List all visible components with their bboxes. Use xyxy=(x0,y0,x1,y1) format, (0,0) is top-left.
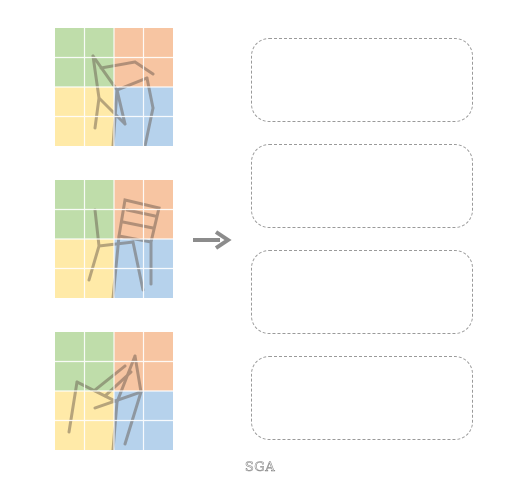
chair-image-2 xyxy=(55,180,173,298)
chair-image-1 xyxy=(55,28,173,146)
input-image-tile-2 xyxy=(55,180,173,298)
caption-label: SGA xyxy=(244,460,276,476)
output-slot-1 xyxy=(251,38,473,122)
output-slot-3 xyxy=(251,250,473,334)
input-image-tile-1 xyxy=(55,28,173,146)
chair-image-3 xyxy=(55,332,173,450)
output-slot-2 xyxy=(251,144,473,228)
output-slot-4 xyxy=(251,356,473,440)
right-arrow-icon xyxy=(192,229,232,251)
input-image-tile-3 xyxy=(55,332,173,450)
